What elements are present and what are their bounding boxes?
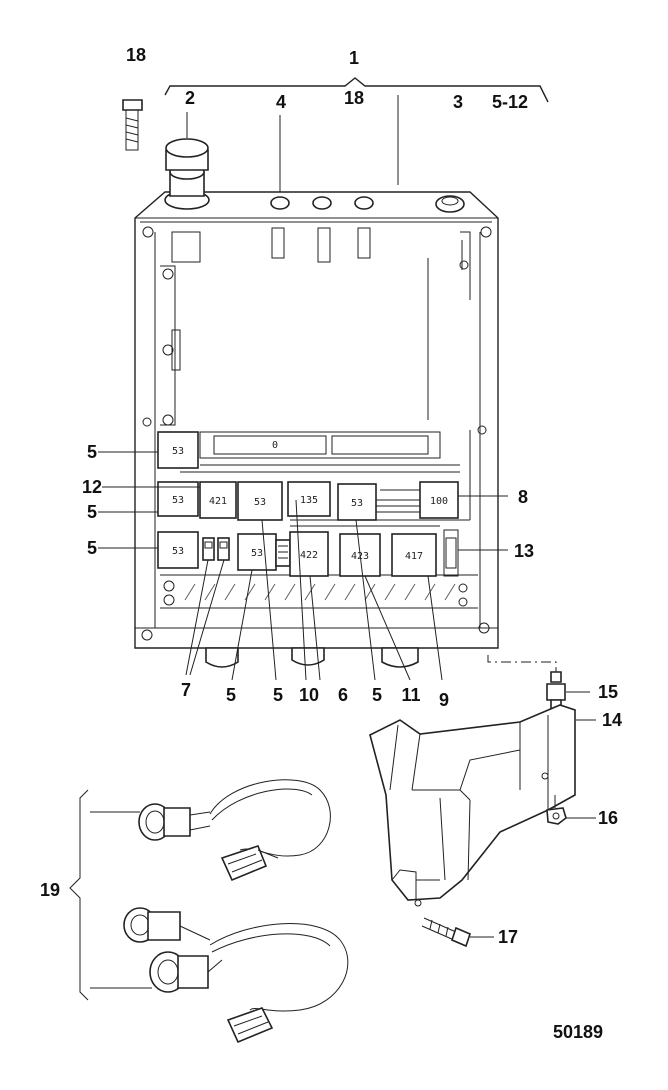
sensor-15 (487, 655, 566, 717)
relay-code: 421 (209, 496, 227, 507)
connector-code: 0 (272, 440, 278, 451)
relay-code: 422 (300, 550, 318, 561)
connector-label: 0 (272, 440, 278, 451)
callout-15: 15 (598, 682, 618, 702)
callout-5-12: 5-12 (492, 92, 528, 112)
figure-number: 50189 (553, 1022, 603, 1042)
fuse-pair-7 (202, 537, 230, 561)
relay-422: 422 (289, 531, 329, 577)
callout-14: 14 (602, 710, 622, 730)
callout-16: 16 (598, 808, 618, 828)
callout-5-bottom-a: 5 (226, 685, 236, 705)
relay-code: 417 (405, 551, 423, 562)
callout-labels: 1 18 18 2 4 3 5-12 5 12 5 8 5 13 7 5 5 1… (40, 45, 622, 947)
callout-4: 4 (276, 92, 286, 112)
grommet-2 (164, 138, 210, 210)
bolt-17 (421, 917, 471, 948)
callout-5-top: 5 (87, 442, 97, 462)
relay-code: 53 (172, 446, 184, 457)
relay-53-c: 53 (237, 481, 283, 521)
relay-code: 135 (300, 495, 318, 506)
callout-19: 19 (40, 880, 60, 900)
relay-135: 135 (287, 481, 331, 517)
plug-3 (397, 95, 465, 213)
callout-18-assembly: 18 (344, 88, 364, 108)
harness-lower (123, 907, 349, 1044)
bolt-18-top (122, 99, 143, 151)
callout-17: 17 (498, 927, 518, 947)
relay-code: 53 (172, 495, 184, 506)
relay-53-f: 53 (237, 533, 277, 571)
mounting-bracket-14 (369, 704, 576, 907)
relay-421: 421 (199, 481, 237, 519)
relay-code: 53 (351, 498, 363, 509)
relay-53-a: 53 (157, 431, 199, 469)
callout-3: 3 (453, 92, 463, 112)
relay-53-d: 53 (337, 483, 377, 521)
callout-8: 8 (518, 487, 528, 507)
assembly-bracket (164, 77, 549, 103)
relay-100: 100 (419, 481, 459, 519)
nut-16 (546, 795, 567, 825)
control-box (134, 191, 499, 649)
relay-417: 417 (391, 533, 437, 577)
diode-10 (275, 539, 291, 567)
callout-5-low: 5 (87, 538, 97, 558)
callout-5-bottom-b: 5 (273, 685, 283, 705)
plugs-4 (270, 196, 374, 210)
relay-53-b: 53 (157, 481, 199, 517)
harness-upper (138, 779, 331, 882)
callout-6: 6 (338, 685, 348, 705)
callout-10: 10 (299, 685, 319, 705)
callout-5-mid: 5 (87, 502, 97, 522)
relay-code: 53 (251, 548, 263, 559)
callout-13: 13 (514, 541, 534, 561)
callout-7: 7 (181, 680, 191, 700)
relay-code: 53 (254, 497, 266, 508)
callout-5-bottom-c: 5 (372, 685, 382, 705)
wire-harness-19 (69, 779, 349, 1044)
callout-2: 2 (185, 88, 195, 108)
relay-code: 100 (430, 496, 448, 507)
relay-53-e: 53 (157, 531, 199, 569)
callout-9: 9 (439, 690, 449, 710)
relay-code: 53 (172, 546, 184, 557)
callout-1: 1 (349, 48, 359, 68)
callout-11: 11 (401, 685, 420, 705)
callout-12: 12 (82, 477, 102, 497)
leader-lines (90, 112, 596, 989)
callout-18-bolt: 18 (126, 45, 146, 65)
